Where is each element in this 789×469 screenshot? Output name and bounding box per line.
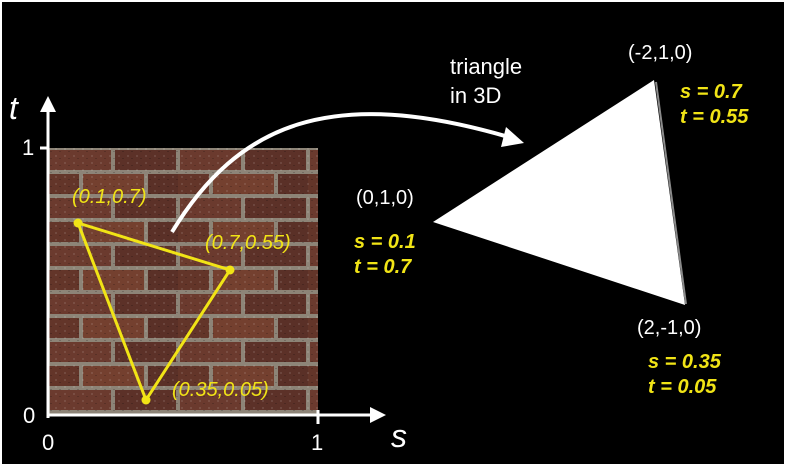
vertex-3d-1-t: t = 0.7 [354,256,412,278]
texture-vertex-3 [141,395,151,405]
vertex-3d-2-t: t = 0.55 [680,106,749,128]
triangle-3d-shadow-edge [655,81,687,305]
t-axis-label: t [9,90,18,126]
mapping-arrow [170,112,513,234]
vertex-3d-2-s: s = 0.7 [680,81,742,103]
s-axis-label: s [391,418,407,454]
t-axis-arrowhead [40,96,56,112]
texture-vertex-2-label: (0.7,0.55) [205,232,291,254]
origin-s-label: 0 [42,430,55,455]
origin-t-label: 0 [23,403,36,428]
t-tick-1-label: 1 [22,135,35,160]
vertex-3d-3-t: t = 0.05 [648,376,717,398]
s-axis-arrowhead [370,407,386,423]
arrow-label-line-1: triangle [450,54,523,79]
arrow-label-line-2: in 3D [450,83,502,108]
texture-vertex-1 [73,218,83,228]
texture-vertex-2 [225,265,235,275]
brick-texture-grain [48,148,318,415]
vertex-3d-3-coord: (2,-1,0) [637,317,702,339]
triangle-3d [433,80,685,305]
texture-vertex-1-label: (0.1,0.7) [72,186,147,208]
vertex-3d-3-s: s = 0.35 [648,351,721,373]
texture-vertex-3-label: (0.35,0.05) [172,379,269,401]
vertex-3d-2-coord: (-2,1,0) [628,42,693,64]
vertex-3d-1-s: s = 0.1 [354,231,416,253]
mapping-arrowhead [501,127,524,147]
s-tick-1-label: 1 [311,430,324,455]
texture-triangle [75,220,233,404]
vertex-3d-1-coord: (0,1,0) [356,187,414,209]
